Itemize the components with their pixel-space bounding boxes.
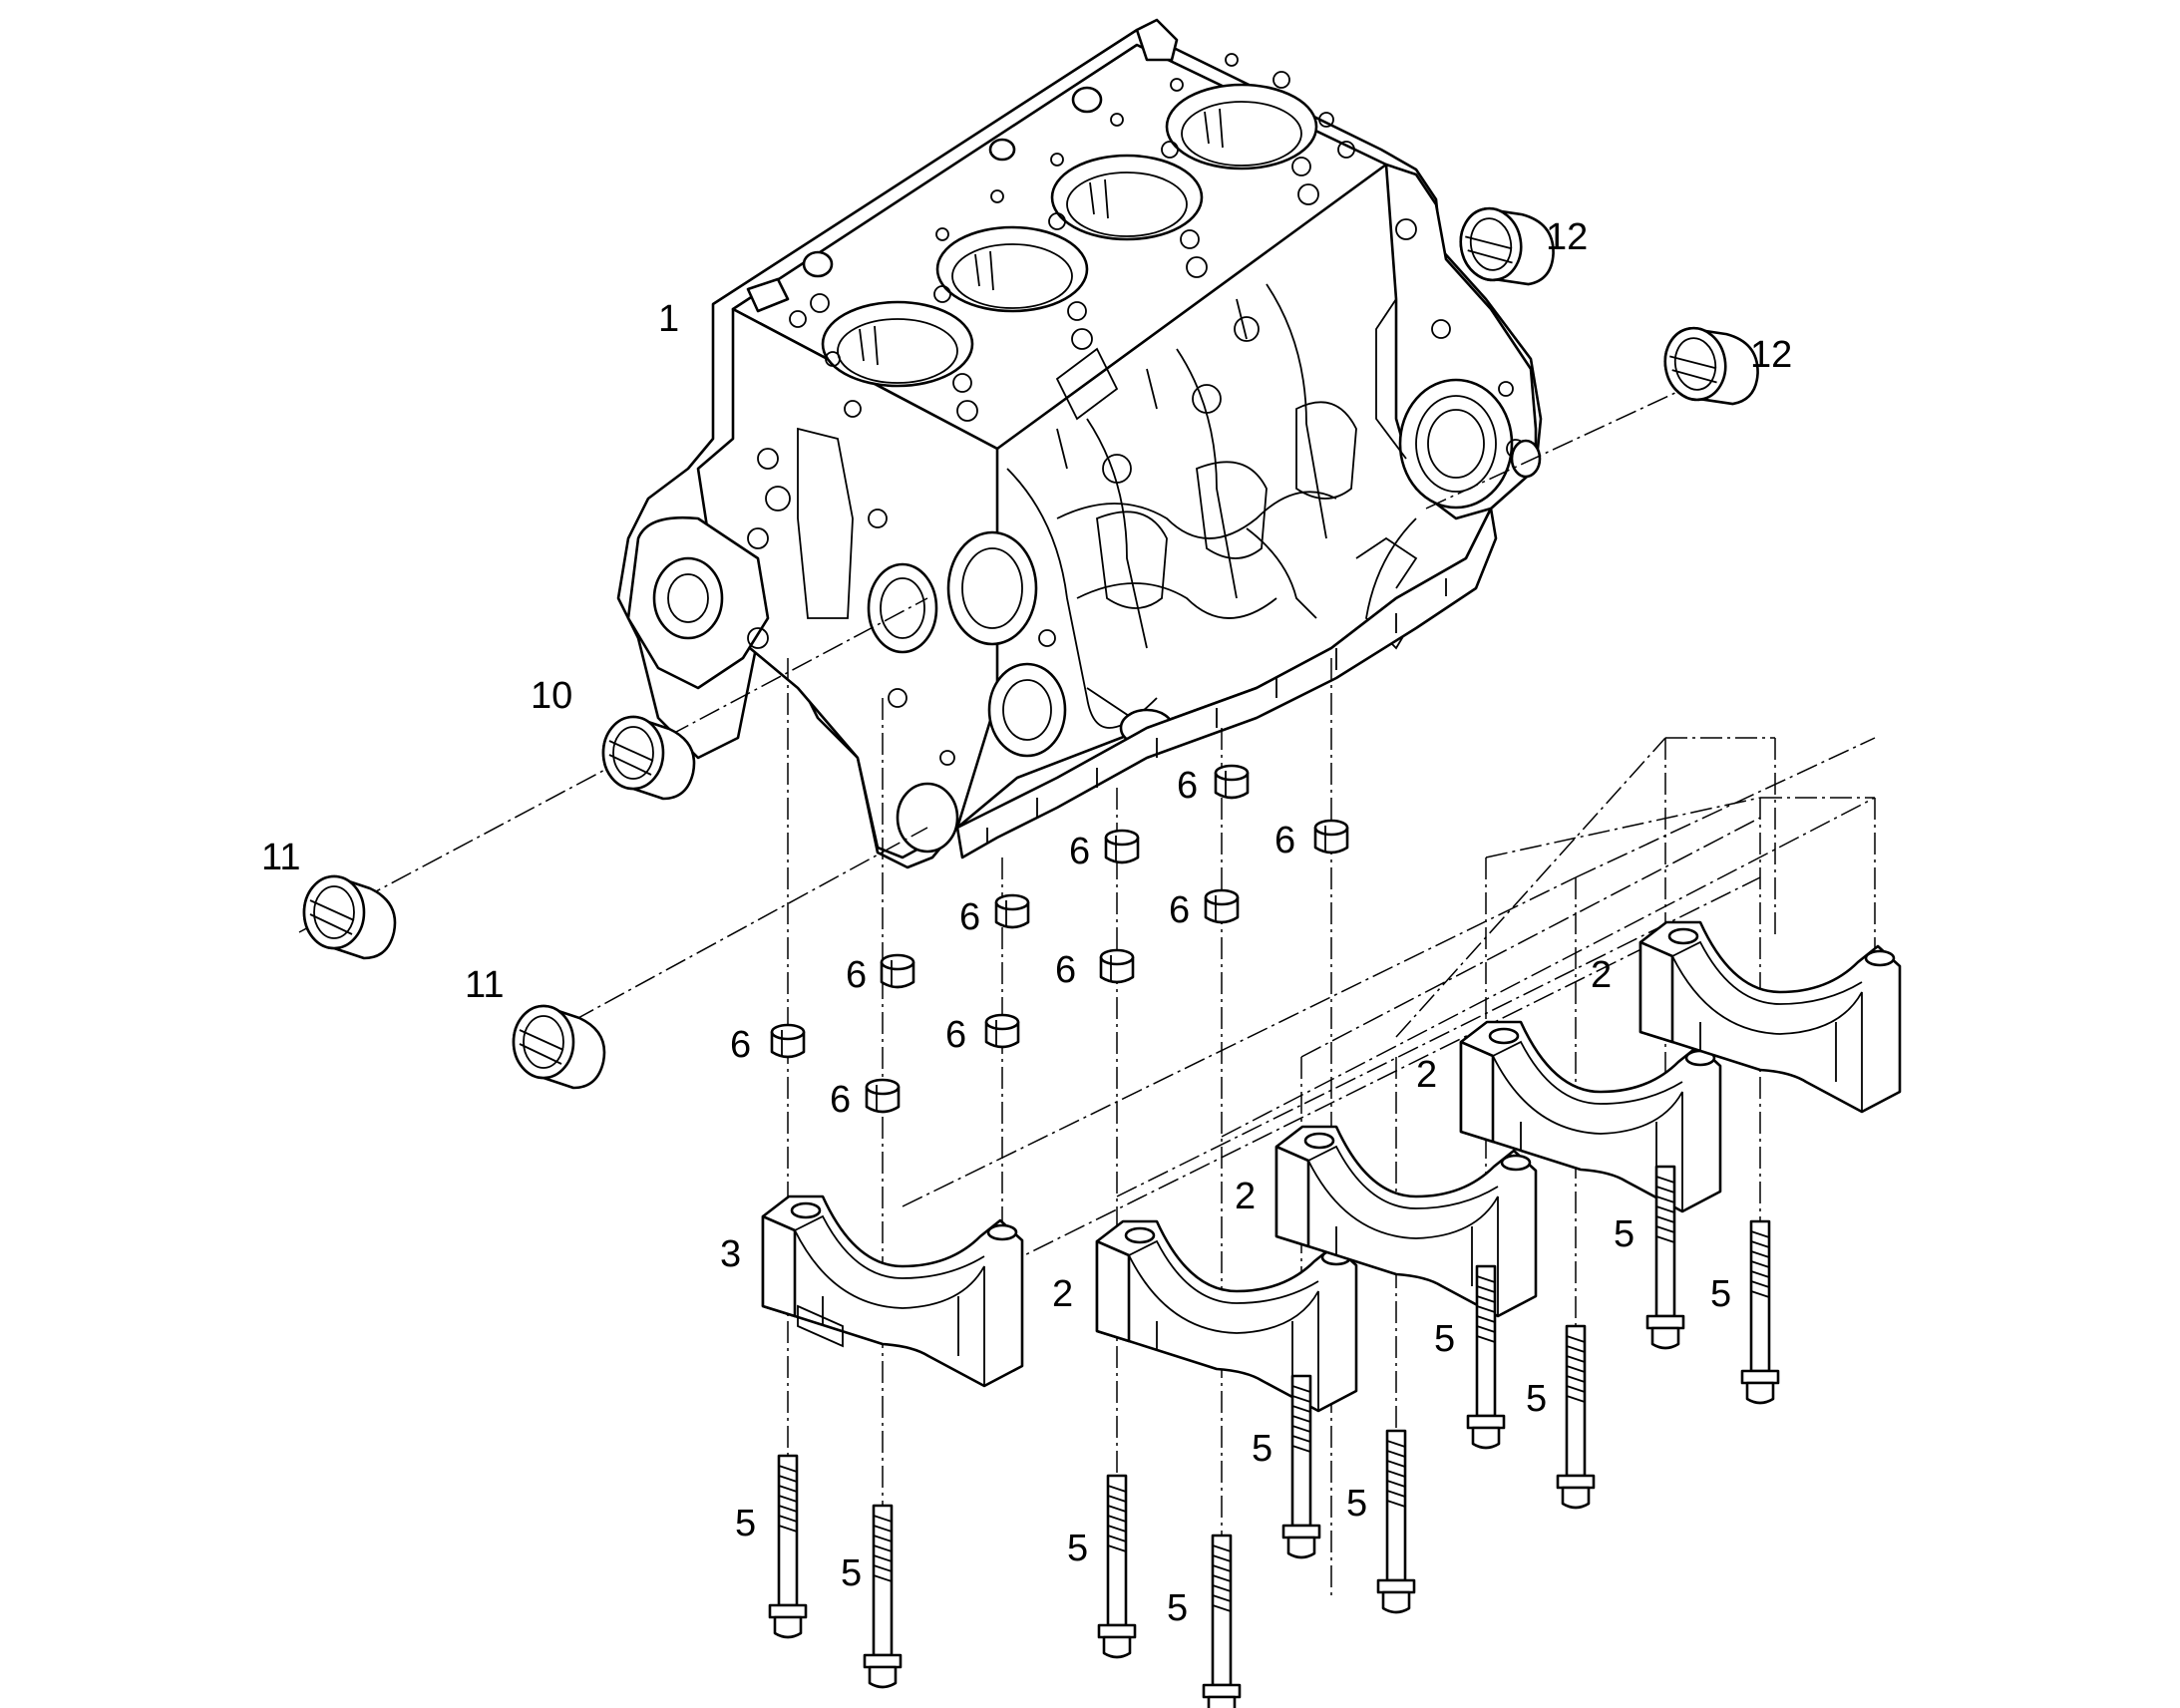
- label-rear-seal-upper: 12: [1546, 216, 1588, 258]
- label-cap-2a: 2: [1052, 1273, 1073, 1315]
- rear-seal-12-lower: [1657, 316, 1765, 416]
- label-bolt: 5: [1614, 1213, 1635, 1255]
- label-front-bearing: 10: [531, 675, 572, 717]
- label-seal-upper: 11: [261, 837, 300, 878]
- label-pin: 6: [959, 896, 980, 938]
- label-rear-seal-lower: 12: [1750, 334, 1792, 376]
- label-pin: 6: [1177, 765, 1198, 807]
- label-pin: 6: [830, 1079, 851, 1121]
- callout-labels: 1 10 11 11 12 12 6 6 6 6 6 6 6 6 6 6 3 2…: [261, 216, 1792, 1629]
- label-bolt: 5: [841, 1552, 862, 1594]
- engine-block: [616, 18, 1543, 869]
- cylinder-bores: [821, 83, 1318, 388]
- dowel-pins: [770, 764, 1349, 1114]
- label-pin: 6: [945, 1014, 966, 1056]
- label-pin: 6: [730, 1024, 751, 1066]
- seal-ring-11-upper: [302, 874, 397, 960]
- label-pin: 6: [1274, 820, 1295, 861]
- label-cap-2c: 2: [1416, 1054, 1437, 1096]
- label-bolt: 5: [1710, 1273, 1731, 1315]
- label-bolt: 5: [1167, 1587, 1188, 1629]
- label-cap-2d: 2: [1591, 954, 1612, 996]
- label-pin: 6: [1055, 949, 1076, 991]
- bearing-cap-3: [761, 1195, 1024, 1388]
- seal-ring-11-lower: [512, 1004, 606, 1090]
- rear-seal-12-upper: [1453, 196, 1561, 296]
- label-pin: 6: [1069, 831, 1090, 872]
- deck-holes: [789, 53, 1355, 422]
- label-cap-front: 3: [720, 1233, 741, 1275]
- label-pin: 6: [1169, 889, 1190, 931]
- label-cap-2b: 2: [1235, 1176, 1256, 1217]
- label-bolt: 5: [1252, 1428, 1272, 1470]
- label-bolt: 5: [1346, 1483, 1367, 1525]
- label-bolt: 5: [1434, 1318, 1455, 1360]
- label-block: 1: [658, 298, 679, 340]
- label-pin: 6: [846, 954, 867, 996]
- label-seal-lower: 11: [465, 964, 504, 1006]
- label-bolt: 5: [1526, 1378, 1547, 1420]
- label-bolt: 5: [735, 1503, 756, 1544]
- label-bolt: 5: [1067, 1528, 1088, 1569]
